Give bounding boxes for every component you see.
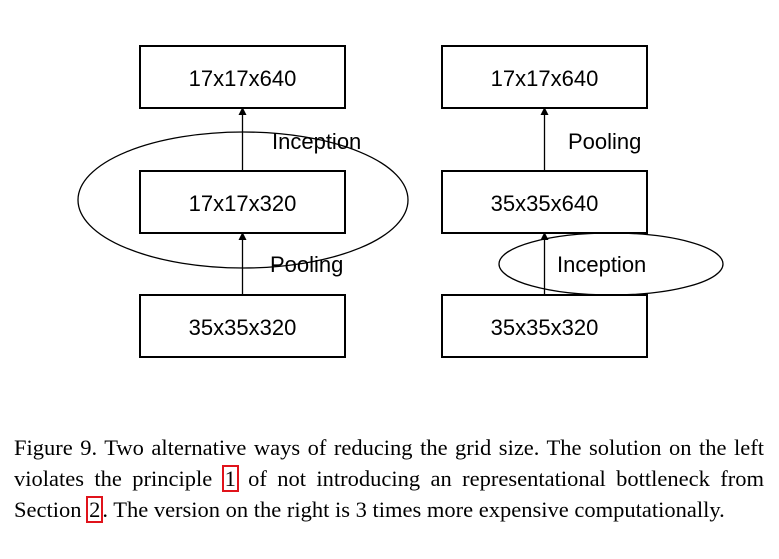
caption-text-1: Figure 9. Two alternative ways of reduci… [14,435,764,491]
right-middle-box-label: 35x35x640 [491,191,599,216]
right-top-box [441,45,648,109]
caption-text-3: . The version on the right is 3 times mo… [102,497,725,522]
right-inception-label: Inception [557,252,646,277]
right-bottom-box-label: 35x35x320 [491,315,599,340]
left-bottom-box-label: 35x35x320 [189,315,297,340]
left-middle-box [139,170,346,234]
left-inception-ellipse [77,131,409,269]
left-diagram: 17x17x640 17x17x320 35x35x320 Inception … [77,45,409,358]
left-top-box-label: 17x17x640 [189,66,297,91]
right-diagram: 17x17x640 35x35x640 35x35x320 Pooling In… [441,45,724,358]
left-top-box [139,45,346,109]
right-top-box-label: 17x17x640 [491,66,599,91]
left-pooling-label: Pooling [270,252,343,277]
caption-text-2: of not introducing an representational b… [14,466,764,522]
left-inception-label: Inception [272,129,361,154]
right-pooling-label: Pooling [568,129,641,154]
right-inception-ellipse [498,232,724,296]
figure-caption: Figure 9. Two alternative ways of reduci… [14,432,764,525]
section-reference-link[interactable]: 2 [86,496,104,523]
left-middle-box-label: 17x17x320 [189,191,297,216]
figure-diagram: 17x17x640 17x17x320 35x35x320 Inception … [77,45,724,358]
principle-reference-link[interactable]: 1 [221,465,239,492]
